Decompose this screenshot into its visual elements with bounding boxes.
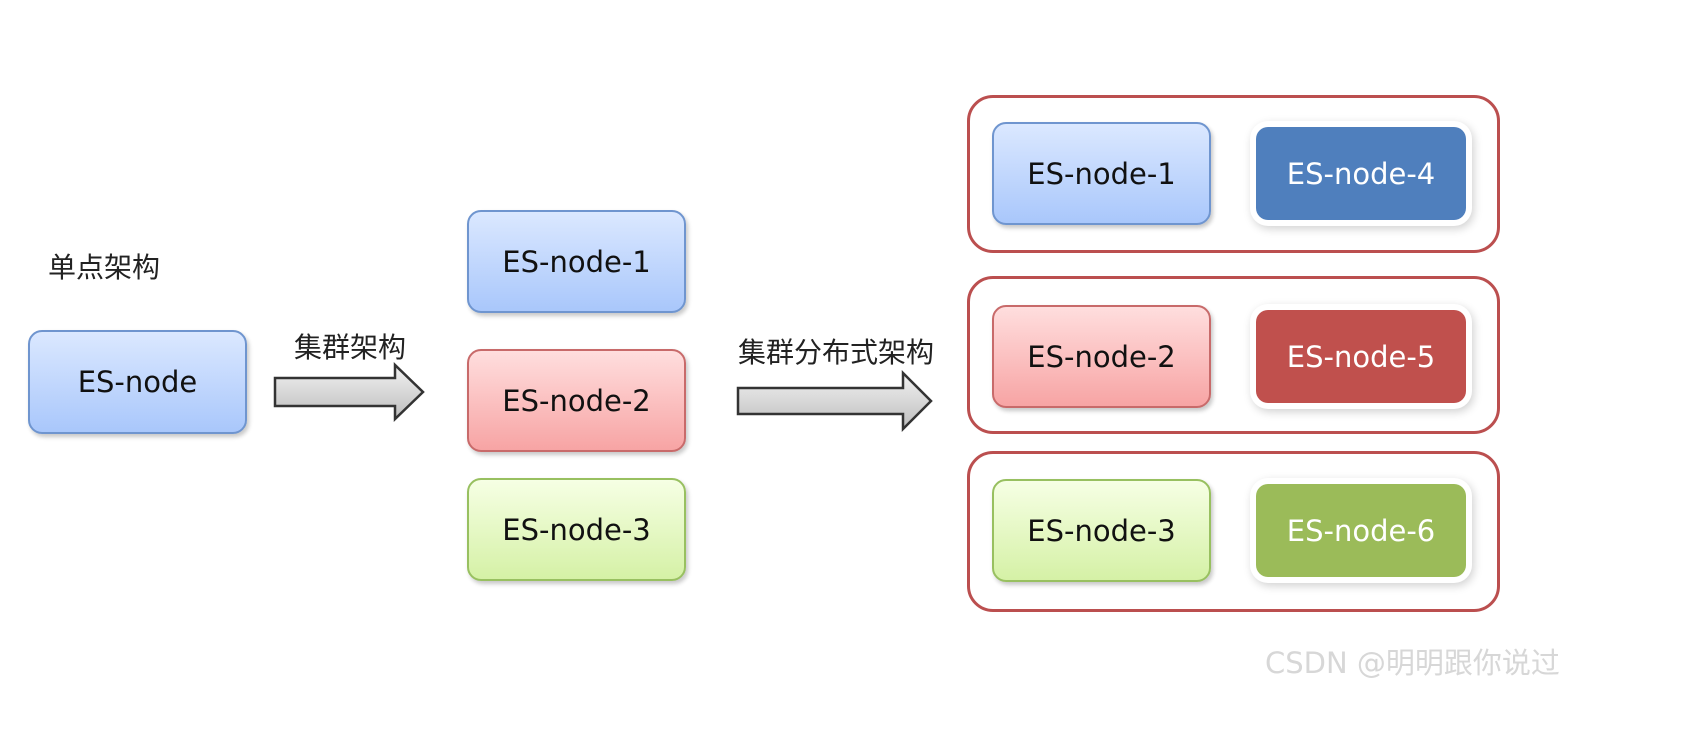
cluster-architecture-label: 集群架构 xyxy=(294,331,407,364)
distributed-group-1-replica: ES-node-4 xyxy=(1256,127,1466,220)
arrow-right-icon xyxy=(273,362,425,422)
cluster-node-3: ES-node-3 xyxy=(467,478,686,581)
cluster-node-2: ES-node-2 xyxy=(467,349,686,452)
distributed-group-1-primary: ES-node-1 xyxy=(992,122,1211,225)
distributed-group-2-replica: ES-node-5 xyxy=(1256,310,1466,403)
distributed-group-3-primary: ES-node-3 xyxy=(992,479,1211,582)
single-architecture-label: 单点架构 xyxy=(48,251,161,284)
watermark: CSDN @明明跟你说过 xyxy=(1265,646,1560,680)
distributed-group-2-primary: ES-node-2 xyxy=(992,305,1211,408)
distributed-architecture-label: 集群分布式架构 xyxy=(738,336,935,369)
cluster-node-1: ES-node-1 xyxy=(467,210,686,313)
arrow-right-icon xyxy=(736,369,933,433)
distributed-group-3-replica: ES-node-6 xyxy=(1256,484,1466,577)
single-es-node: ES-node xyxy=(28,330,247,434)
